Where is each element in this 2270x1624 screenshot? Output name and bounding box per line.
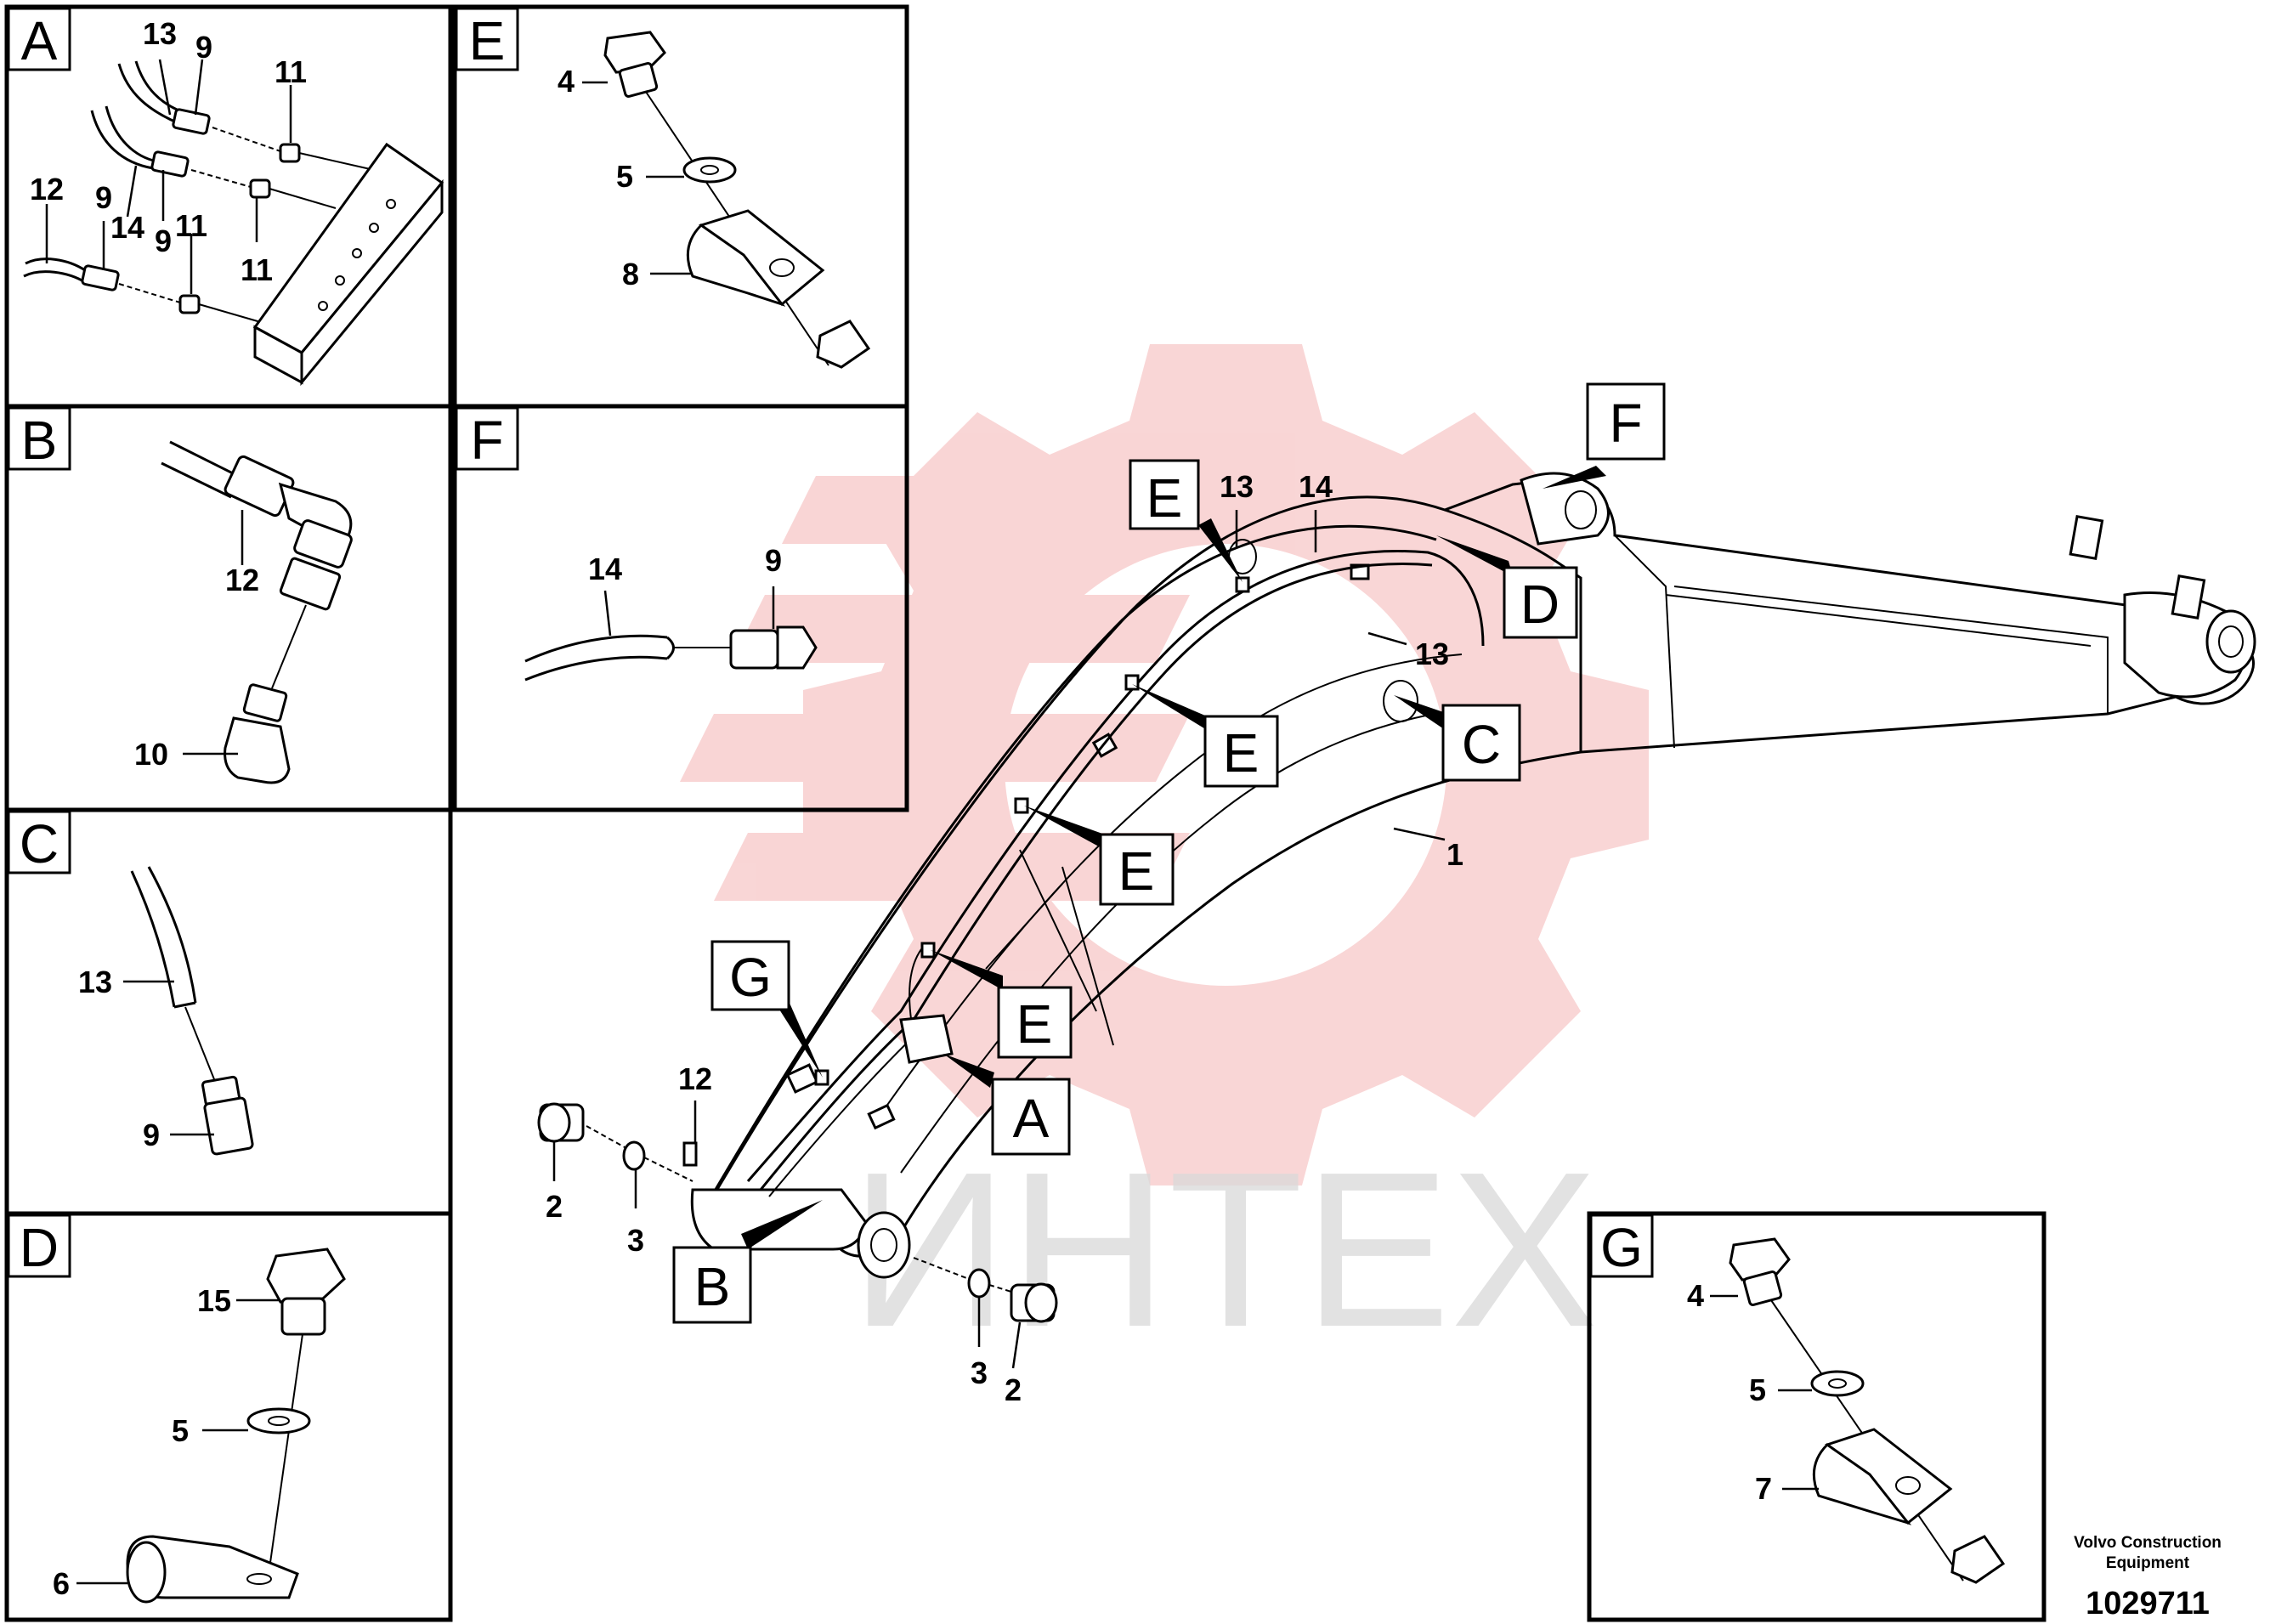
- callout-letter: E: [1146, 467, 1183, 529]
- callout-letter: E: [1016, 993, 1053, 1055]
- manufacturer-credit: Volvo Construction Equipment: [2037, 1533, 2258, 1574]
- main-part-labels: 13 14 13 1 12 2 3 3 2: [546, 469, 1463, 1407]
- part-number: 12: [678, 1061, 712, 1096]
- panel-letter: F: [470, 410, 503, 471]
- part-number: 14: [110, 210, 144, 245]
- part-number: 5: [1749, 1372, 1766, 1407]
- callout-letter: D: [1520, 574, 1560, 635]
- part-number: 13: [143, 16, 177, 51]
- callout-letter: E: [1118, 840, 1155, 902]
- panel-letter-box: [7, 7, 71, 71]
- part-number: 9: [95, 180, 112, 215]
- part-number: 3: [627, 1223, 644, 1258]
- part-number: 15: [197, 1283, 231, 1318]
- part-number: 13: [1220, 469, 1254, 504]
- part-number: 9: [155, 224, 172, 258]
- part-number: 13: [1415, 637, 1449, 671]
- main-callouts: F E D E C E G E A B: [672, 382, 1666, 1324]
- detail-panel-c: C 13 9: [4, 807, 453, 1216]
- part-number: 13: [78, 965, 112, 999]
- part-number: 10: [134, 737, 168, 772]
- part-number: 9: [143, 1118, 160, 1152]
- detail-panel-g: G 4 5 7: [1587, 1211, 2046, 1622]
- part-number: 12: [30, 172, 64, 207]
- part-number: 9: [195, 30, 212, 65]
- callout-letter: F: [1609, 393, 1642, 454]
- part-number: 1: [1446, 837, 1463, 872]
- drawing-number: 1029711: [2086, 1586, 2210, 1621]
- credit-line: Volvo Construction: [2074, 1534, 2222, 1552]
- callout-letter: A: [1013, 1088, 1050, 1149]
- callout-letter: G: [729, 947, 772, 1008]
- panel-letter: B: [21, 410, 58, 471]
- part-number: 11: [241, 252, 273, 287]
- part-number: 5: [172, 1413, 189, 1448]
- detail-panel-d: D 15 5 6: [4, 1211, 453, 1622]
- part-number: 8: [622, 257, 639, 291]
- part-number: 4: [558, 64, 575, 99]
- pin-bushings: [537, 1102, 1058, 1323]
- boom-assembly: [537, 472, 2256, 1323]
- part-number: 12: [225, 563, 259, 597]
- credit-line: Equipment: [2105, 1554, 2190, 1572]
- part-number: 7: [1755, 1471, 1772, 1506]
- part-number: 5: [616, 159, 633, 194]
- part-number: 11: [175, 208, 207, 243]
- part-number: 9: [765, 543, 782, 578]
- panel-letter: D: [20, 1217, 59, 1278]
- part-number: 2: [1005, 1372, 1022, 1407]
- detail-panel-e: E 4 5 8: [452, 4, 909, 409]
- watermark-text: ИНТЕХ: [850, 1127, 1598, 1373]
- part-number: 3: [971, 1355, 988, 1390]
- part-number: 2: [546, 1189, 563, 1224]
- part-number: 14: [588, 552, 622, 586]
- detail-panel-a: A: [4, 4, 453, 409]
- panel-letter: A: [21, 10, 58, 71]
- part-number: 4: [1687, 1278, 1704, 1313]
- part-number: 11: [275, 54, 307, 89]
- part-number: 14: [1299, 469, 1333, 504]
- detail-panel-f: F 14 9: [452, 404, 909, 812]
- callout-letter: C: [1462, 714, 1501, 775]
- panel-letter: C: [20, 813, 59, 874]
- detail-panel-b: B 12 10: [4, 404, 453, 812]
- callout-letter: E: [1223, 722, 1260, 784]
- part-number: 6: [53, 1566, 70, 1601]
- callout-box: [1586, 382, 1666, 461]
- panel-letter: E: [469, 10, 506, 71]
- callout-letter: B: [694, 1256, 731, 1317]
- panel-letter: G: [1600, 1217, 1643, 1278]
- watermark-stripes: [680, 476, 1190, 901]
